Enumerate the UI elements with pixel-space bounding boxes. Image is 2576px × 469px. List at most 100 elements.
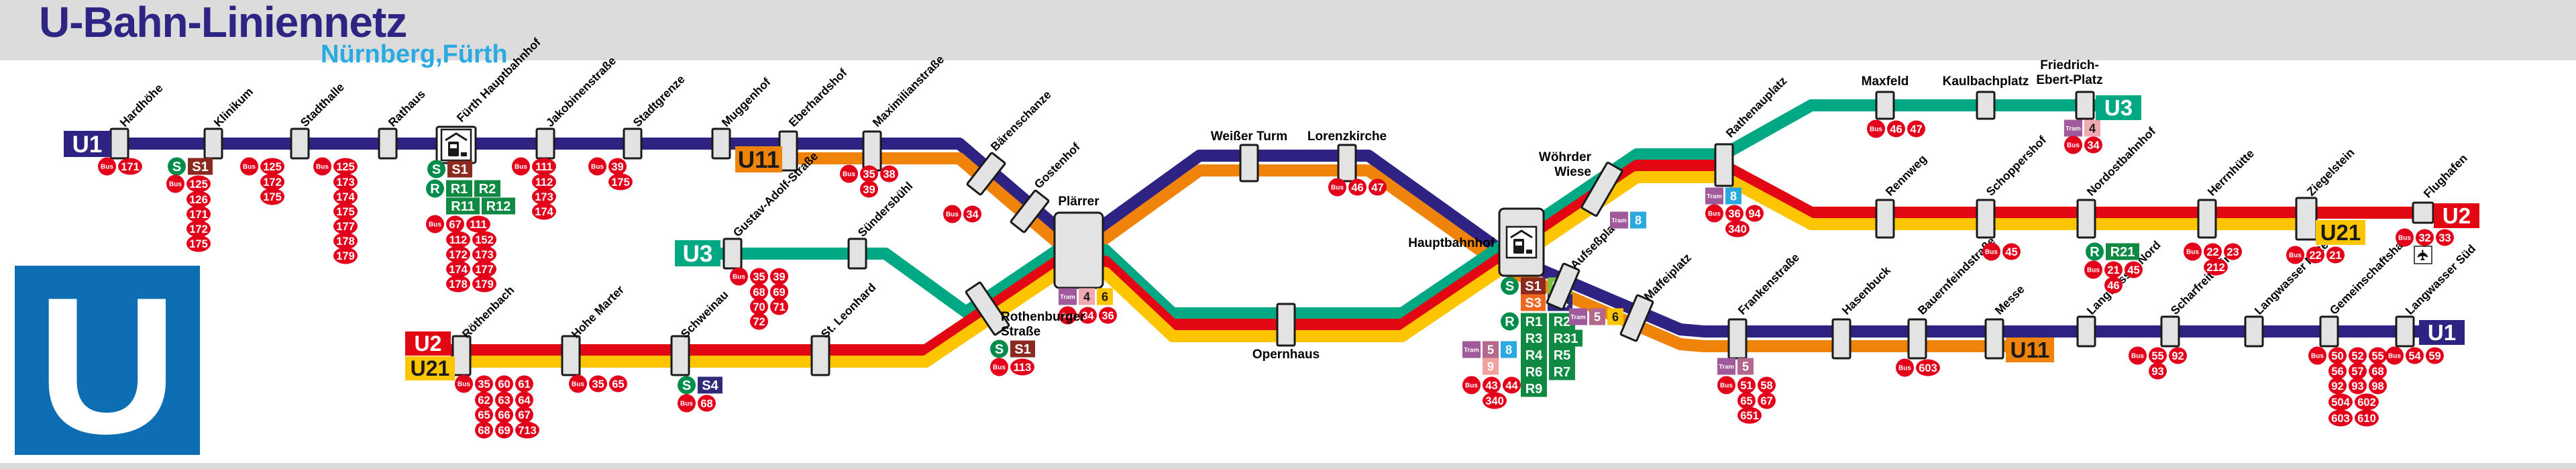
bus-badge-63: 63 xyxy=(495,391,513,409)
bus-badge-text: 177 xyxy=(475,264,494,276)
bus-badge-circle xyxy=(2328,377,2347,395)
bus-badge-text: 179 xyxy=(475,278,494,291)
r-logo-circle xyxy=(2086,242,2104,261)
bus-logo-text: Bus xyxy=(1708,211,1721,218)
regio-badge-r6: R6 xyxy=(1521,363,1547,380)
bus-badge-text: 174 xyxy=(535,206,553,218)
bus-badge-111: 111 xyxy=(532,158,556,175)
bus-badge-text: 171 xyxy=(121,161,140,173)
station-label: Wöhrder xyxy=(1539,150,1592,164)
sbahn-badge-box xyxy=(1521,294,1546,311)
station-marker xyxy=(1337,144,1357,183)
station-hub-box xyxy=(1053,211,1104,289)
bus-badge-text: 651 xyxy=(1740,410,1759,422)
bus-logo-badge: Bus xyxy=(1867,119,1885,138)
bus-badge-circle xyxy=(770,268,788,285)
bus-badge-circle xyxy=(1916,359,1940,376)
bus-logo-circle xyxy=(943,205,961,223)
line-label-u11-east: U11 xyxy=(2006,337,2054,362)
bus-badge-circle xyxy=(860,165,878,183)
bus-badge-circle xyxy=(2224,243,2242,260)
r-logo-badge: R xyxy=(1501,312,1519,331)
bus-badge-text: 35 xyxy=(592,378,604,390)
r-logo-badge: R xyxy=(426,179,444,198)
bus-badge-113: 113 xyxy=(1010,358,1034,376)
s-logo-circle xyxy=(168,157,186,176)
station-marker xyxy=(2395,315,2415,348)
bus-logo-circle xyxy=(98,157,116,176)
station-marker xyxy=(1239,144,1259,183)
connection-badges-row: 39 xyxy=(860,180,878,198)
tram-badge-box xyxy=(1483,341,1499,358)
station-label: Maxfeld xyxy=(1862,74,1909,89)
station-label: Weißer Turm xyxy=(1211,129,1287,144)
bus-badge-52: 52 xyxy=(2349,347,2367,364)
bus-badge-text: 172 xyxy=(189,223,208,236)
station-label: Rothenburger xyxy=(1001,310,1085,324)
line-label-u1-east: U1 xyxy=(2419,320,2465,345)
station-marker xyxy=(1714,143,1734,187)
sbahn-badge-s4: S4 xyxy=(698,376,722,394)
bus-badge-text: 174 xyxy=(336,191,355,203)
bus-badge-44: 44 xyxy=(1503,376,1521,394)
bus-badge-circle xyxy=(333,203,358,220)
map-title-block: U-Bahn-Liniennetz Nürnberg,Fürth xyxy=(39,0,777,67)
bus-badge-circle xyxy=(2416,229,2434,246)
regio-badge-text: R6 xyxy=(1525,365,1543,380)
station-marker xyxy=(290,127,310,160)
tram-badge-6: 6 xyxy=(1607,308,1623,325)
bus-badge-55: 55 xyxy=(2149,347,2167,364)
bus-badge-text: 340 xyxy=(1485,395,1504,407)
bus-badge-circle xyxy=(589,375,607,393)
bus-badge-50: 50 xyxy=(2328,347,2347,364)
s-logo-badge: S xyxy=(168,157,186,176)
bus-logo-text: Bus xyxy=(1061,313,1074,320)
tram-logo-text: Tram xyxy=(1570,314,1586,321)
tram-badge-box xyxy=(1483,358,1499,375)
bus-badge-text: 68 xyxy=(753,286,765,299)
station-marker xyxy=(1976,91,1996,120)
regio-badge-r1: R1 xyxy=(446,180,472,197)
connection-badges-row: 93 xyxy=(2149,362,2167,380)
bus-badge-47: 47 xyxy=(1907,120,1925,138)
bus-logo-text: Bus xyxy=(169,181,182,189)
regio-badge-r11: R11 xyxy=(446,197,480,215)
bus-logo-circle xyxy=(588,157,606,176)
connection-badges-row: 178 xyxy=(333,232,358,250)
regio-badge-text: R4 xyxy=(1525,348,1543,363)
sbahn-badge-text: S1 xyxy=(1014,342,1030,357)
bus-badge-text: 47 xyxy=(1910,123,1922,136)
train-station-icon xyxy=(440,128,472,162)
bus-logo-text: Bus xyxy=(1985,249,1998,256)
regio-badge-text: R31 xyxy=(1554,331,1578,346)
bus-badge-54: 54 xyxy=(2406,347,2424,364)
tram-logo-badge: Tram xyxy=(1569,308,1587,325)
bus-badge-circle xyxy=(1887,120,1905,138)
bus-logo-circle xyxy=(569,374,587,393)
train-icon-roof xyxy=(445,132,468,142)
regio-badge-r12: R12 xyxy=(482,197,515,215)
tram-badge-5: 5 xyxy=(1589,308,1605,325)
bus-logo-badge: Bus xyxy=(2084,260,2102,279)
regio-badge-box xyxy=(1521,380,1547,397)
bus-logo-circle xyxy=(2184,242,2202,261)
bus-badge-173: 173 xyxy=(472,246,496,263)
station-label: Straße xyxy=(1001,325,1040,339)
bus-badge-circle xyxy=(880,165,898,183)
bus-badge-651: 651 xyxy=(1737,407,1762,424)
bus-badge-circle xyxy=(2149,347,2167,364)
line-label-box xyxy=(405,331,451,356)
station-marker xyxy=(535,127,555,160)
bus-badge-circle xyxy=(770,283,788,301)
